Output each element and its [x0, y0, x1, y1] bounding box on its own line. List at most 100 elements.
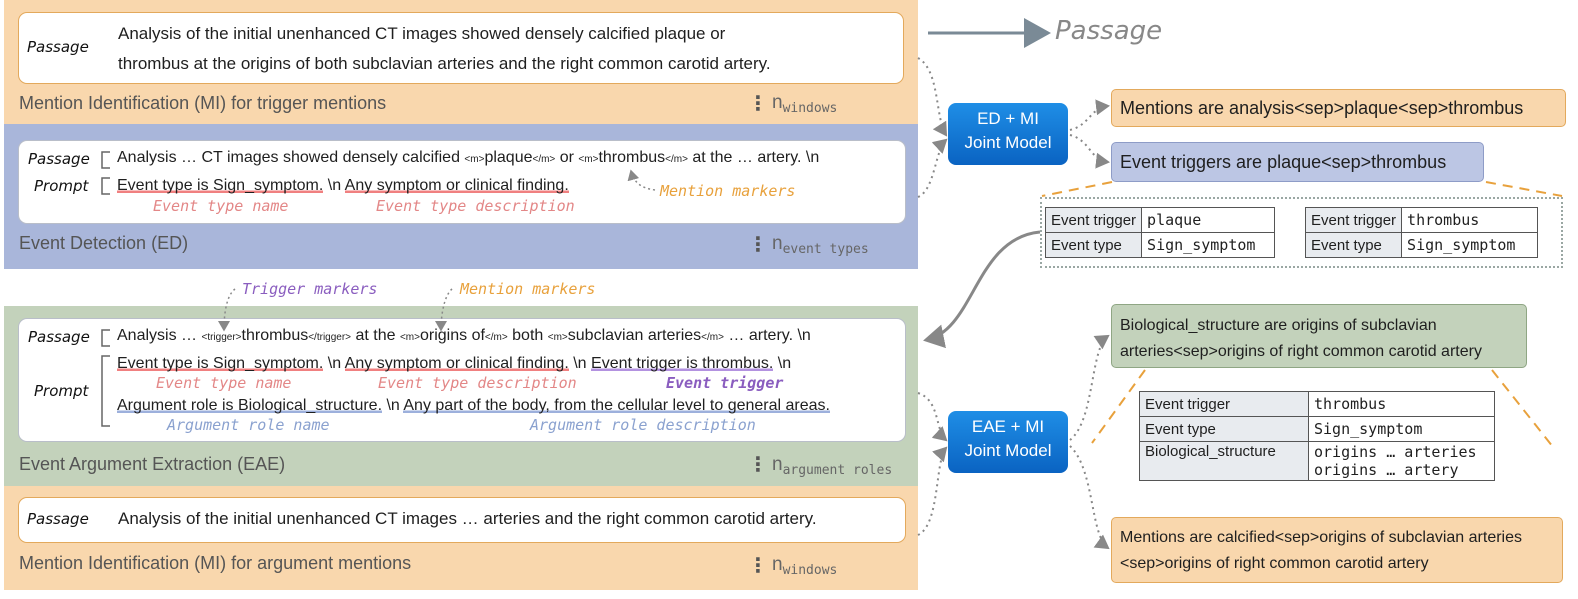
t3-key-trigger: Event trigger — [1139, 391, 1309, 417]
eae-newline-3: \n — [777, 355, 792, 372]
eae-event-type-desc: Any symptom or clinical finding. — [344, 355, 569, 372]
bottom-passage-label: Passage — [27, 510, 89, 528]
ed-card-to-ed-model — [917, 138, 948, 198]
eae-title: Event Argument Extraction (EAE) — [19, 454, 286, 474]
triggers-expand-left — [1041, 181, 1113, 197]
mi-trigger-count: nwindows — [772, 92, 838, 116]
t1-key-type: Event type — [1044, 232, 1143, 258]
eae-count: nargument roles — [772, 454, 893, 478]
bio-line2: arteries<sep>origins of right common car… — [1120, 343, 1482, 360]
eae-model-to-mentions — [1069, 445, 1110, 550]
eae-anno-arg-desc: Argument role description — [530, 416, 756, 434]
triggers-output: Event triggers are plaque<sep>thrombus — [1111, 142, 1484, 182]
top-passage-to-ed-model — [917, 57, 948, 137]
t1-val-type: Sign_symptom — [1141, 232, 1276, 258]
trigger-tables-container — [1040, 197, 1563, 268]
t3-key-type: Event type — [1139, 416, 1309, 442]
t3-val-bio-2: origins … artery — [1314, 461, 1459, 479]
ed-anno-mention: Mention markers — [660, 182, 796, 200]
ed-mention-open-1: <m> — [464, 154, 485, 165]
eae-argument-role-desc: Any part of the body, from the cellular … — [403, 397, 830, 414]
mentions-top-output: Mentions are analysis<sep>plaque<sep>thr… — [1111, 89, 1566, 127]
eae-mention-close-1: </m> — [484, 332, 508, 343]
ed-model-to-triggers — [1069, 134, 1110, 169]
eae-passage-end: … artery. \n — [728, 327, 811, 344]
eae-mention-close-2: </m> — [701, 332, 724, 343]
ed-event-type-name: Event type is Sign_symptom. — [117, 177, 324, 194]
eae-card — [18, 318, 906, 442]
mi-trigger-dots: ⋮ — [748, 93, 768, 115]
t1-val-trigger: plaque — [1141, 207, 1276, 233]
triggers-expand-right — [1485, 181, 1563, 197]
eae-model-line2: Joint Model — [964, 441, 1052, 460]
eae-at-the: at the — [355, 327, 396, 344]
bio-line1: Biological_structure are origins of subc… — [1120, 317, 1437, 334]
ed-anno-type-desc: Event type description — [376, 197, 575, 215]
eae-newline-2: \n — [573, 355, 587, 372]
eae-anno-trigger-markers: Trigger markers — [242, 280, 378, 298]
bottom-passage-card — [18, 497, 906, 543]
eae-model-line1: EAE + MI — [971, 417, 1045, 436]
mi-argument-dots: ⋮ — [748, 555, 768, 577]
t3-val-type: Sign_symptom — [1308, 416, 1495, 442]
ed-dots: ⋮ — [748, 234, 768, 256]
ed-thrombus: thrombus — [598, 149, 666, 166]
t3-key-bio: Biological_structure — [1139, 441, 1309, 481]
ed-or: or — [559, 149, 574, 166]
eae-argument-role-name: Argument role is Biological_structure. — [117, 397, 383, 414]
t2-key-trigger: Event trigger — [1304, 207, 1403, 233]
ed-mi-joint-model: ED + MI Joint Model — [948, 103, 1068, 165]
mi-trigger-title: Mention Identification (MI) for trigger … — [19, 93, 387, 113]
eae-both: both — [512, 327, 544, 344]
eae-passage-start: Analysis … — [117, 327, 198, 344]
bottom-passage-to-eae-model — [917, 446, 948, 536]
eae-prompt-line2: Argument role is Biological_structure. \… — [117, 397, 830, 415]
eae-anno-trigger: Event trigger — [666, 374, 784, 392]
eae-newline-4: \n — [386, 397, 400, 414]
eae-dots: ⋮ — [748, 454, 768, 476]
eae-prompt-line1: Event type is Sign_symptom. \n Any sympt… — [117, 355, 791, 373]
mentions-bottom-line2: <sep>origins of right common carotid art… — [1120, 555, 1429, 572]
ed-prompt-text: Event type is Sign_symptom. \n Any sympt… — [117, 177, 569, 195]
t2-val-type: Sign_symptom — [1401, 232, 1539, 258]
tables-to-eae-arrow — [923, 230, 1041, 349]
eae-event-trigger-text: Event trigger is thrombus. — [591, 355, 774, 372]
ed-newline: \n — [327, 177, 342, 194]
mentions-bottom-output: Mentions are calcified<sep>origins of su… — [1111, 517, 1563, 583]
ed-prompt-label: Prompt — [34, 177, 89, 195]
eae-thrombus: thrombus — [241, 327, 309, 344]
eae-mention-open-1: <m> — [399, 332, 420, 343]
ed-count: nevent types — [772, 233, 869, 257]
t3-val-bio-1: origins … arteries — [1314, 443, 1477, 461]
t1-key-trigger: Event trigger — [1044, 207, 1143, 233]
eae-model-to-bio — [1069, 334, 1110, 441]
eae-event-type-name: Event type is Sign_symptom. — [117, 355, 324, 372]
t2-val-trigger: thrombus — [1401, 207, 1539, 233]
eae-passage-text: Analysis … <trigger>thrombus</trigger> a… — [117, 327, 811, 345]
eae-newline-1: \n — [327, 355, 342, 372]
eae-anno-mention-markers: Mention markers — [460, 280, 596, 298]
eae-mention-open-2: <m> — [547, 332, 568, 343]
eae-mi-joint-model: EAE + MI Joint Model — [948, 411, 1068, 473]
t3-val-trigger: thrombus — [1308, 391, 1495, 417]
ed-passage-text: Analysis … CT images showed densely calc… — [117, 149, 819, 167]
bio-expand-left — [1091, 369, 1146, 444]
ed-model-line1: ED + MI — [977, 109, 1039, 128]
top-passage-label: Passage — [27, 38, 89, 56]
eae-anno-type-name: Event type name — [156, 374, 292, 392]
top-passage-card — [18, 12, 904, 84]
passage-pointer-label: Passage — [1055, 16, 1163, 46]
eae-card-to-eae-model — [917, 392, 948, 442]
eae-anno-arg-name: Argument role name — [167, 416, 330, 434]
ed-passage-label: Passage — [28, 150, 90, 168]
ed-model-line2: Joint Model — [964, 133, 1052, 152]
mi-argument-count: nwindows — [772, 554, 838, 578]
eae-anno-type-desc: Event type description — [378, 374, 577, 392]
ed-passage-start: Analysis … CT images showed densely calc… — [117, 149, 460, 166]
ed-title: Event Detection (ED) — [19, 233, 189, 253]
eae-prompt-label: Prompt — [34, 382, 89, 400]
mi-argument-title: Mention Identification (MI) for argument… — [19, 553, 412, 573]
